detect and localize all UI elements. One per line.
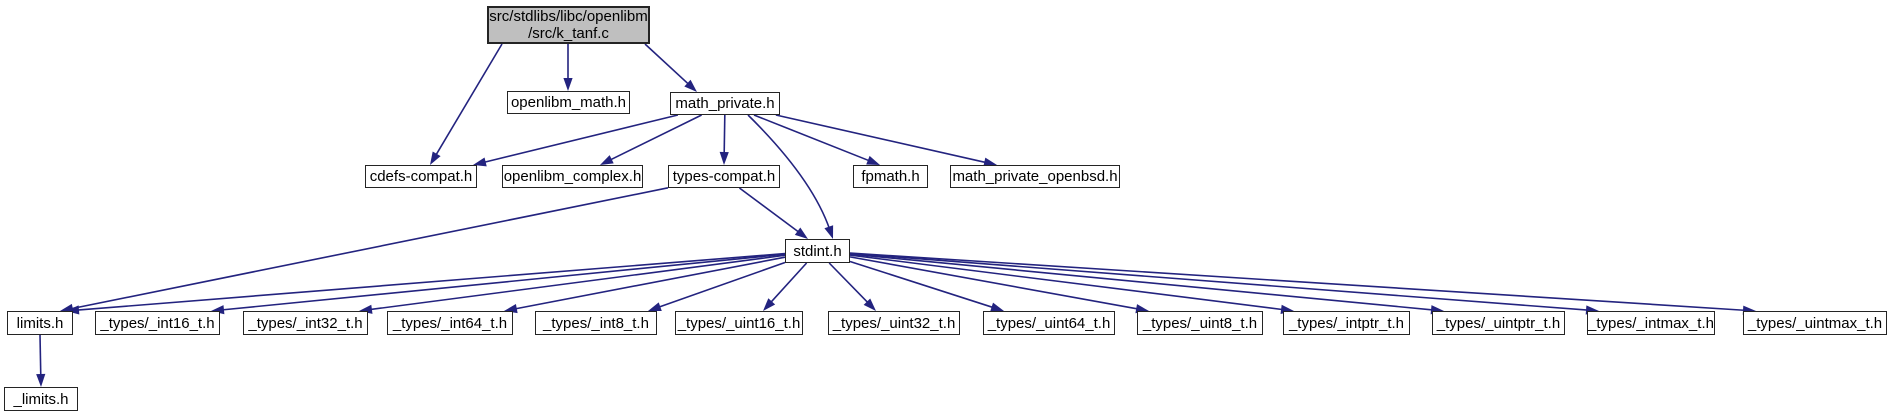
node-label: _limits.h [13, 390, 69, 408]
graph-node-_limits[interactable]: _limits.h [4, 387, 78, 411]
edge-types_compat-to-stdint [738, 187, 801, 234]
arrowhead-math_private-to-stdint [824, 225, 834, 239]
edge-stdint-to-intmax [849, 252, 1590, 312]
edge-stdint-to-uintptr [849, 253, 1435, 311]
graph-node-intmax[interactable]: _types/_intmax_t.h [1587, 311, 1715, 335]
node-label: _types/_int8_t.h [543, 314, 649, 332]
node-label: limits.h [16, 314, 64, 332]
node-label: /src/k_tanf.c [528, 25, 609, 42]
graph-node-root: src/stdlibs/libc/openlibm/src/k_tanf.c [487, 6, 650, 44]
graph-node-limits[interactable]: limits.h [7, 311, 73, 335]
edge-stdint-to-intptr [849, 254, 1285, 311]
edge-stdint-to-int64 [513, 256, 786, 310]
arrowhead-root-to-cdefs_compat [430, 151, 441, 165]
edge-stdint-to-int8 [657, 261, 786, 309]
graph-node-intptr[interactable]: _types/_intptr_t.h [1283, 311, 1410, 335]
edge-types_compat-to-limits [69, 187, 669, 310]
graph-node-uint64[interactable]: _types/_uint64_t.h [983, 311, 1115, 335]
node-label: cdefs-compat.h [369, 168, 473, 185]
edge-math_private-to-fpmath [753, 114, 872, 163]
node-label: _types/_uint8_t.h [1142, 314, 1258, 332]
node-label: _types/_intptr_t.h [1288, 314, 1405, 332]
arrowhead-stdint-to-uint8 [1135, 304, 1149, 314]
graph-node-int16[interactable]: _types/_int16_t.h [95, 311, 220, 335]
edge-stdint-to-limits [75, 252, 786, 312]
node-label: openlibm_math.h [510, 94, 627, 111]
arrowhead-stdint-to-int8 [648, 302, 662, 311]
node-label: openlibm_complex.h [503, 168, 642, 185]
node-label: _types/_uint32_t.h [832, 314, 956, 332]
node-label: math_private_openbsd.h [952, 168, 1118, 185]
graph-node-int32[interactable]: _types/_int32_t.h [243, 311, 368, 335]
arrowhead-types_compat-to-stdint [794, 227, 808, 239]
node-label: math_private.h [675, 95, 775, 112]
graph-node-uint32[interactable]: _types/_uint32_t.h [828, 311, 960, 335]
graph-node-stdint[interactable]: stdint.h [785, 239, 850, 263]
edge-stdint-to-uint32 [828, 262, 870, 305]
node-label: types-compat.h [672, 168, 776, 185]
graph-node-uintptr[interactable]: _types/_uintptr_t.h [1432, 311, 1565, 335]
graph-node-uint8[interactable]: _types/_uint8_t.h [1137, 311, 1263, 335]
graph-node-openlibm_math[interactable]: openlibm_math.h [507, 91, 630, 114]
arrowhead-stdint-to-uint16 [763, 298, 776, 311]
graph-node-openlibm_complex[interactable]: openlibm_complex.h [502, 165, 643, 188]
arrowhead-math_private-to-types_compat [719, 151, 729, 165]
edge-stdint-to-int32 [368, 254, 786, 311]
node-label: _types/_uint64_t.h [987, 314, 1111, 332]
node-label: stdint.h [793, 242, 842, 260]
arrowhead-math_private-to-openlibm_complex [600, 155, 614, 165]
edge-stdint-to-uint64 [849, 260, 995, 309]
edge-stdint-to-uint8 [849, 256, 1140, 311]
node-label: _types/_uintmax_t.h [1747, 314, 1883, 332]
edge-math_private-to-types_compat [723, 114, 726, 156]
graph-node-uint16[interactable]: _types/_uint16_t.h [675, 311, 803, 335]
node-label: _types/_uintptr_t.h [1436, 314, 1561, 332]
node-label: _types/_uint16_t.h [677, 314, 801, 332]
graph-node-math_private[interactable]: math_private.h [670, 92, 780, 115]
arrowhead-math_private-to-math_private_openbsd [983, 157, 997, 167]
arrowhead-stdint-to-uint32 [863, 298, 876, 311]
edge-stdint-to-uintmax [849, 252, 1747, 312]
graph-node-types_compat[interactable]: types-compat.h [668, 165, 780, 188]
graph-node-uintmax[interactable]: _types/_uintmax_t.h [1743, 311, 1887, 335]
graph-node-math_private_openbsd[interactable]: math_private_openbsd.h [950, 165, 1120, 188]
node-label: _types/_int32_t.h [248, 314, 363, 332]
node-label: fpmath.h [861, 168, 920, 185]
node-label: _types/_int16_t.h [100, 314, 215, 332]
arrowhead-root-to-openlibm_math [563, 78, 573, 91]
edge-root-to-math_private [644, 43, 691, 86]
graph-node-cdefs_compat[interactable]: cdefs-compat.h [365, 165, 477, 188]
edge-math_private-to-openlibm_complex [608, 114, 702, 162]
arrowhead-math_private-to-cdefs_compat [473, 157, 487, 167]
node-label: src/stdlibs/libc/openlibm [489, 8, 648, 25]
edge-math_private-to-math_private_openbsd [775, 114, 988, 164]
graph-node-fpmath[interactable]: fpmath.h [853, 165, 928, 188]
edge-limits-to-_limits [39, 334, 42, 378]
arrowhead-root-to-math_private [684, 79, 697, 92]
node-label: _types/_int64_t.h [392, 314, 508, 332]
edge-math_private-to-cdefs_compat [482, 114, 679, 164]
arrowhead-stdint-to-int16 [211, 305, 225, 315]
arrowhead-math_private-to-fpmath [866, 155, 880, 165]
edge-math_private-to-stdint [747, 114, 831, 230]
arrowhead-stdint-to-uint64 [990, 302, 1004, 312]
arrowhead-limits-to-_limits [36, 373, 46, 387]
graph-node-int8[interactable]: _types/_int8_t.h [535, 311, 657, 335]
arrowhead-stdint-to-int64 [504, 304, 518, 314]
edge-stdint-to-uint16 [769, 262, 808, 305]
edge-stdint-to-int16 [220, 253, 786, 311]
graph-node-int64[interactable]: _types/_int64_t.h [387, 311, 513, 335]
node-label: _types/_intmax_t.h [1588, 314, 1714, 332]
edge-root-to-cdefs_compat [434, 43, 503, 157]
arrowhead-stdint-to-limits [66, 305, 80, 315]
